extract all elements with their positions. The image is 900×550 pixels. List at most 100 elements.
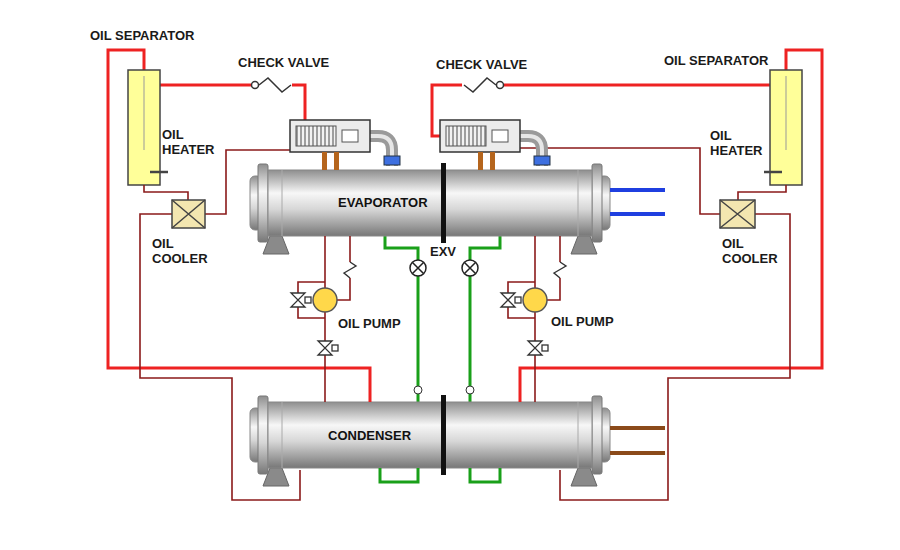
oil-separator [786, 76, 787, 150]
chilled-water-pipe [610, 212, 665, 216]
sight-glass [466, 386, 474, 394]
discharge-line [108, 50, 822, 402]
condenser-vessel [250, 396, 610, 486]
discharge-line [504, 84, 770, 87]
solenoid-valve [318, 341, 332, 355]
condenser-water-pipe [610, 428, 665, 453]
oil-line [140, 214, 300, 500]
liquid-line [470, 468, 500, 482]
solenoid-valve [542, 345, 548, 351]
oil-heater-element [150, 171, 782, 174]
oil-heater-element [150, 171, 168, 174]
check-valve-symbol [464, 78, 496, 92]
compressor [334, 152, 339, 170]
compressor [492, 130, 508, 142]
oil-check-valve [554, 262, 566, 278]
part-label: OIL HEATER [710, 128, 768, 158]
compressor [440, 120, 520, 152]
part-label: CHECK VALVE [238, 55, 329, 70]
compressor [384, 156, 400, 165]
compressor [290, 120, 370, 152]
solenoid-valve [291, 293, 305, 307]
evaporator-box: EVAPORATOR [268, 170, 592, 236]
compressor [290, 120, 550, 170]
solenoid-valve [291, 293, 548, 355]
oil-separator [144, 76, 145, 150]
vessel-name: CONDENSER [328, 428, 411, 443]
part-label: EXV [430, 244, 456, 259]
solenoid-valve [332, 345, 338, 351]
oil-separator [128, 70, 802, 185]
expansion-valve [462, 260, 478, 276]
oil-line [560, 214, 790, 500]
chilled-water-pipe [610, 188, 665, 192]
compressor [534, 156, 550, 165]
oil-line [140, 148, 790, 500]
part-label: OIL SEPARATOR [90, 28, 195, 43]
solenoid-valve [501, 293, 515, 307]
oil-cooler [720, 200, 755, 228]
sight-glass [414, 386, 422, 394]
check-valve-symbol [259, 78, 291, 92]
discharge-line [108, 50, 370, 402]
liquid-line [380, 468, 500, 482]
check-valve-symbol [252, 82, 259, 89]
condenser-vessel [250, 396, 610, 486]
solenoid-valve [305, 297, 311, 303]
discharge-line [292, 85, 305, 120]
compressor [322, 152, 327, 170]
part-label: CHECK VALVE [436, 57, 527, 72]
oil-pump [313, 288, 337, 312]
oil-line [337, 278, 350, 300]
expansion-valve [465, 263, 476, 274]
oil-check-valve [344, 262, 566, 278]
oil-check-valve [344, 262, 356, 278]
part-label: OIL COOLER [722, 236, 784, 266]
oil-line [144, 185, 188, 200]
compressor [490, 152, 495, 170]
condenser-water-pipe [610, 426, 665, 430]
pass-divider [441, 163, 446, 243]
oil-line [324, 312, 326, 402]
oil-line [738, 185, 786, 200]
pass-divider [441, 395, 446, 475]
part-label: OIL HEATER [162, 127, 220, 157]
part-label: OIL COOLER [152, 236, 214, 266]
discharge-line [520, 50, 822, 402]
part-label: OIL SEPARATOR [664, 53, 769, 68]
discharge-line [160, 84, 251, 87]
compressor [478, 152, 483, 170]
evaporator-vessel [250, 164, 610, 254]
expansion-valve [413, 263, 424, 274]
oil-line [534, 312, 536, 402]
oil-cooler [172, 200, 205, 228]
chilled-water-pipe [610, 190, 665, 214]
solenoid-valve [528, 341, 542, 355]
oil-pump [523, 288, 547, 312]
pass-divider [441, 163, 446, 475]
part-label: OIL PUMP [551, 314, 614, 329]
check-valve-symbol [497, 82, 504, 89]
check-valve-symbol [252, 78, 504, 92]
solenoid-valve [515, 297, 521, 303]
part-label: OIL PUMP [338, 316, 401, 331]
oil-cooler [720, 200, 755, 228]
oil-separator [128, 70, 160, 185]
oil-pump [313, 288, 547, 312]
oil-cooler [172, 200, 755, 228]
oil-line [205, 150, 290, 214]
sight-glass [414, 386, 474, 394]
oil-line [349, 236, 351, 262]
compressor [446, 126, 486, 146]
compressor [342, 130, 358, 142]
oil-line [324, 236, 326, 288]
vessel-name: EVAPORATOR [338, 195, 428, 210]
oil-line [547, 278, 560, 300]
oil-line [534, 236, 536, 288]
oil-cooler [172, 200, 205, 228]
condenser-box: CONDENSER [268, 402, 592, 468]
compressor [296, 126, 336, 146]
condenser-water-pipe [610, 451, 665, 455]
